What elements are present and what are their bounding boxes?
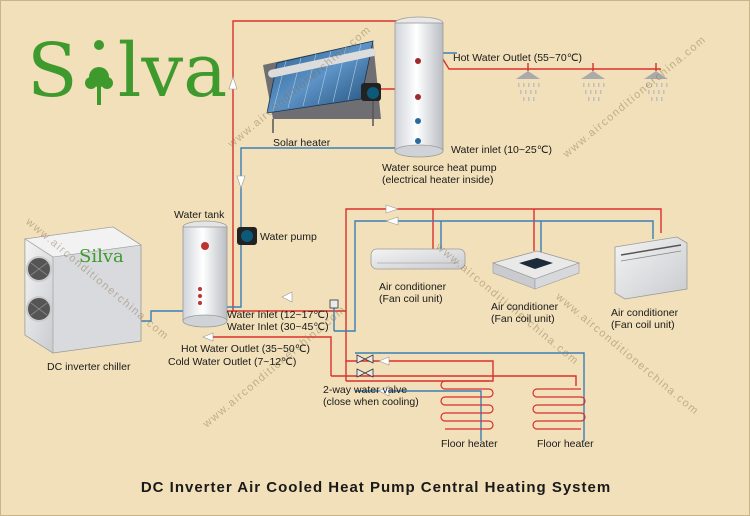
floor-heater-graphic-1 bbox=[440, 380, 494, 430]
logo-tree-icon bbox=[85, 40, 113, 105]
circulation-pump-graphic bbox=[361, 83, 381, 101]
label-ac1-line1: Air conditioner bbox=[379, 281, 447, 293]
label-floor-heater-1: Floor heater bbox=[441, 438, 498, 450]
valve-graphics bbox=[329, 299, 374, 378]
ac-wall-unit-graphic bbox=[370, 248, 466, 270]
water-pump-graphic bbox=[237, 227, 257, 245]
label-water-inlet-12: Water Inlet (12~17℃) bbox=[227, 309, 329, 321]
flow-arrows bbox=[202, 76, 399, 397]
label-water-source-2: (electrical heater inside) bbox=[382, 174, 494, 186]
shower-heads-graphic bbox=[516, 71, 668, 101]
label-water-inlet-30: Water Inlet (30~45℃) bbox=[227, 321, 329, 333]
label-valve-line1: 2-way water valve bbox=[323, 384, 408, 396]
ac-cassette-unit-graphic bbox=[491, 250, 581, 290]
ac-floor-unit-graphic bbox=[614, 236, 688, 300]
label-floor-heater-2: Floor heater bbox=[537, 438, 594, 450]
label-valve-line2: (close when cooling) bbox=[323, 396, 419, 408]
label-hot-water-outlet-top: Hot Water Outlet (55~70℃) bbox=[453, 52, 582, 64]
chiller-unit-graphic bbox=[24, 226, 142, 354]
label-ac3-line2: (Fan coil unit) bbox=[611, 319, 675, 331]
label-water-tank: Water tank bbox=[174, 209, 225, 221]
label-ac3-line1: Air conditioner bbox=[611, 307, 679, 319]
label-ac2-line2: (Fan coil unit) bbox=[491, 313, 555, 325]
label-water-inlet-top: Water inlet (10~25℃) bbox=[451, 144, 552, 156]
label-water-pump: Water pump bbox=[260, 231, 317, 243]
label-ac2-line1: Air conditioner bbox=[491, 301, 559, 313]
label-solar-heater: Solar heater bbox=[273, 137, 331, 149]
label-dc-inverter-chiller: DC inverter chiller bbox=[47, 361, 131, 373]
diagram-title: DC Inverter Air Cooled Heat Pump Central… bbox=[140, 479, 612, 496]
water-tank-graphic bbox=[182, 220, 228, 328]
label-ac1-line2: (Fan coil unit) bbox=[379, 293, 443, 305]
floor-heater-graphic-2 bbox=[532, 388, 586, 430]
label-cold-water-outlet: Cold Water Outlet (7~12℃) bbox=[168, 356, 297, 368]
heat-pump-tank-graphic bbox=[394, 16, 444, 158]
solar-heater-graphic bbox=[263, 40, 381, 133]
label-hot-water-outlet-35: Hot Water Outlet (35~50℃) bbox=[181, 343, 310, 355]
chiller-badge: Silva bbox=[79, 246, 124, 267]
label-water-source-1: Water source heat pump bbox=[382, 162, 497, 174]
